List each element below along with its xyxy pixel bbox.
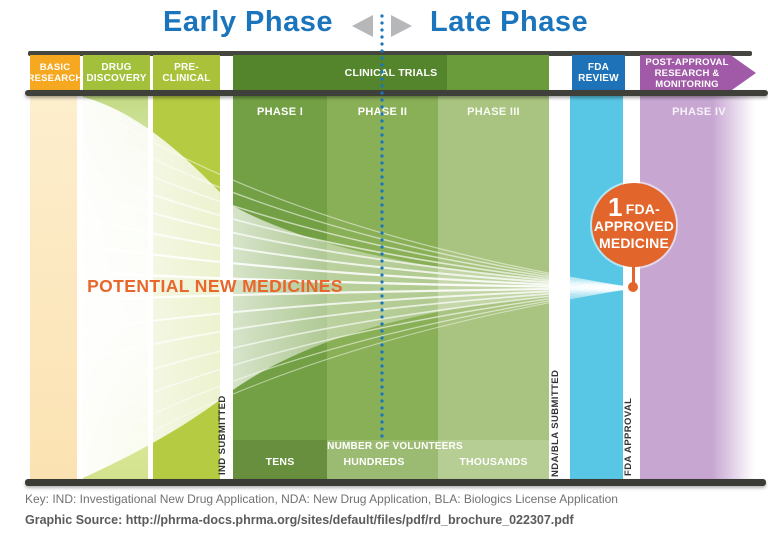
right-arrow-icon bbox=[391, 15, 412, 37]
volunteers-thousands-label: THOUSANDS bbox=[438, 456, 549, 468]
left-arrow-icon bbox=[352, 15, 373, 37]
stage-header-drug-discovery: DRUG DISCOVERY bbox=[83, 55, 150, 91]
early-phase-title: Early Phase bbox=[0, 6, 333, 39]
potential-new-medicines-label: POTENTIAL NEW MEDICINES bbox=[75, 276, 355, 297]
badge-line-2: APPROVED bbox=[594, 218, 674, 235]
early-late-divider-dotted-line bbox=[380, 14, 384, 440]
phase-1-label: PHASE I bbox=[233, 106, 327, 120]
bottom-rail bbox=[25, 479, 766, 486]
fda-approved-medicine-badge: 1FDA- APPROVED MEDICINE bbox=[592, 183, 676, 267]
column-fda-review bbox=[570, 96, 623, 479]
phase-4-label: PHASE IV bbox=[640, 106, 758, 120]
key-abbreviations-text: Key: IND: Investigational New Drug Appli… bbox=[25, 492, 618, 506]
stage-header-basic-research: BASIC RESEARCH bbox=[30, 55, 80, 91]
fda-approval-label: FDA APPROVAL bbox=[623, 398, 641, 476]
stage-header-clinical-trials: CLINICAL TRIALS bbox=[233, 55, 549, 91]
stage-header-post-approval-arrow: POST-APPROVAL RESEARCH & MONITORING bbox=[640, 55, 756, 91]
stage-header-label: POST-APPROVAL RESEARCH & MONITORING bbox=[640, 57, 734, 90]
phase-3-label: PHASE III bbox=[438, 106, 549, 120]
badge-line-3: MEDICINE bbox=[599, 235, 669, 252]
badge-suffix: FDA- bbox=[626, 201, 660, 217]
stage-header-label: FDA REVIEW bbox=[572, 62, 625, 84]
ind-submitted-label: IND SUBMITTED bbox=[217, 387, 235, 475]
clinical-trials-light-panel bbox=[447, 55, 549, 91]
number-of-volunteers-label: NUMBER OF VOLUNTEERS bbox=[327, 441, 463, 452]
column-basic-research bbox=[30, 96, 77, 479]
funnel-endpoint-dot bbox=[628, 282, 638, 292]
volunteers-hundreds-label: HUNDREDS bbox=[327, 456, 421, 468]
nda-bla-submitted-label: NDA/BLA SUBMITTED bbox=[550, 369, 568, 477]
stage-header-pre-clinical: PRE-CLINICAL bbox=[153, 55, 220, 91]
late-phase-title: Late Phase bbox=[430, 6, 588, 39]
column-phase-3 bbox=[438, 96, 549, 479]
right-edge-fade bbox=[712, 96, 762, 479]
stage-header-fda-review: FDA REVIEW bbox=[572, 55, 625, 91]
graphic-source-text: Graphic Source: http://phrma-docs.phrma.… bbox=[25, 513, 574, 527]
header-divider-rail bbox=[25, 90, 768, 96]
badge-line-1: 1FDA- bbox=[608, 199, 660, 218]
stage-header-label: CLINICAL TRIALS bbox=[345, 68, 438, 79]
stage-header-label: BASIC RESEARCH bbox=[28, 62, 83, 84]
stage-header-label: PRE-CLINICAL bbox=[153, 62, 220, 84]
stage-header-label: DRUG DISCOVERY bbox=[83, 62, 150, 84]
volunteers-tens-label: TENS bbox=[233, 456, 327, 468]
